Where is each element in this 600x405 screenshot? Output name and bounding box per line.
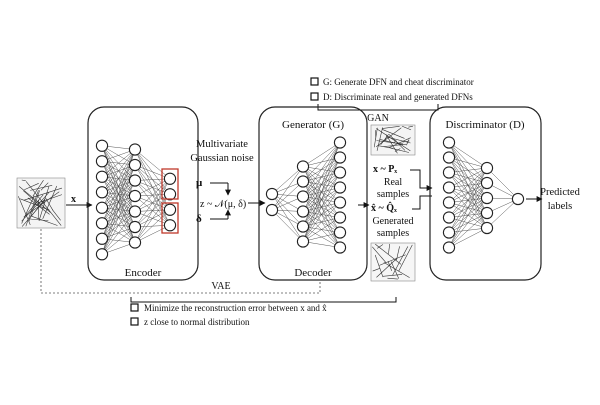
real-sample-label-2: samples: [377, 189, 409, 200]
checkbox-icon: [131, 304, 138, 311]
network-node: [443, 212, 454, 223]
checkbox-icon: [131, 318, 138, 325]
vae-item-reconstruction: Minimize the reconstruction error betwee…: [144, 303, 327, 313]
gan-checklist: G: Generate DFN and cheat discriminator …: [311, 77, 474, 102]
network-node: [443, 137, 454, 148]
network-node: [334, 167, 345, 178]
network-node: [481, 162, 492, 173]
network-node: [96, 187, 107, 198]
network-node: [443, 167, 454, 178]
network-node: [512, 193, 523, 204]
generated-to-discriminator-arrow: [412, 196, 432, 209]
network-node: [334, 242, 345, 253]
network-node: [129, 190, 140, 201]
mu-label: μ: [196, 177, 203, 189]
network-node: [443, 227, 454, 238]
vae-item-normal: z close to normal distribution: [144, 317, 250, 327]
network-edge: [303, 143, 340, 182]
network-edge: [449, 168, 487, 248]
network-node: [164, 189, 175, 200]
gan-label: GAN: [367, 113, 389, 124]
vae-label: VAE: [211, 281, 230, 292]
vae-bracket: [131, 297, 396, 302]
network-node: [443, 197, 454, 208]
generated-sample-label-1: Generated: [372, 216, 413, 227]
z-expression: z ~ 𝒩(μ, δ): [200, 199, 246, 210]
network-node: [129, 206, 140, 217]
network-node: [297, 161, 308, 172]
encoder-network: [96, 140, 178, 260]
output-label-line1: Predicted: [540, 187, 580, 198]
gan-item-generator: G: Generate DFN and cheat discriminator: [323, 77, 474, 87]
generator-title: Generator (G): [282, 119, 344, 131]
network-node: [266, 188, 277, 199]
input-x-label: x: [71, 194, 76, 205]
real-sample-label-1: Real: [384, 177, 403, 188]
network-node: [96, 218, 107, 229]
network-node: [481, 222, 492, 233]
network-node: [334, 227, 345, 238]
network-node: [129, 175, 140, 186]
network-node: [96, 156, 107, 167]
input-dfn-image: [17, 178, 65, 228]
network-node: [334, 152, 345, 163]
network-node: [297, 191, 308, 202]
network-node: [297, 206, 308, 217]
real-sample-expression: x ~ Pₓ: [373, 164, 397, 175]
real-to-discriminator-arrow: [410, 170, 432, 188]
network-node: [96, 171, 107, 182]
network-node: [164, 204, 175, 215]
gan-item-discriminator: D: Discriminate real and generated DFNs: [323, 92, 473, 102]
checkbox-icon: [311, 78, 318, 85]
network-edge: [303, 143, 340, 167]
vae-loop-line: [41, 229, 320, 293]
network-node: [129, 144, 140, 155]
network-node: [297, 221, 308, 232]
encoder-label: Encoder: [125, 267, 162, 279]
checkbox-icon: [311, 93, 318, 100]
generated-sample-label-2: samples: [377, 228, 409, 239]
network-edge: [272, 194, 303, 242]
network-node: [129, 237, 140, 248]
vae-checklist: Minimize the reconstruction error betwee…: [131, 303, 327, 327]
network-node: [297, 176, 308, 187]
decoder-label: Decoder: [294, 267, 332, 279]
noise-label-line1: Multivariate: [196, 139, 248, 150]
network-node: [96, 140, 107, 151]
network-node: [334, 137, 345, 148]
network-node: [96, 233, 107, 244]
network-node: [164, 173, 175, 184]
discriminator-network: [443, 137, 523, 253]
delta-label: δ: [196, 213, 202, 225]
discriminator-title: Discriminator (D): [445, 119, 524, 131]
real-sample-image: [371, 125, 415, 155]
network-node: [481, 207, 492, 218]
network-node: [443, 182, 454, 193]
network-node: [334, 212, 345, 223]
generated-sample-expression: x̂ ~ Q̂ₓ: [371, 201, 397, 214]
network-node: [443, 242, 454, 253]
network-node: [96, 202, 107, 213]
noise-label-line2: Gaussian noise: [190, 153, 254, 164]
network-node: [297, 236, 308, 247]
network-node: [334, 197, 345, 208]
network-node: [443, 152, 454, 163]
network-node: [481, 192, 492, 203]
network-node: [481, 177, 492, 188]
network-node: [96, 249, 107, 260]
generated-sample-image: [371, 243, 415, 281]
network-node: [164, 220, 175, 231]
network-node: [334, 182, 345, 193]
network-node: [129, 159, 140, 170]
network-node: [129, 221, 140, 232]
output-label-line2: labels: [548, 201, 573, 212]
network-node: [266, 204, 277, 215]
generator-network: [266, 137, 345, 253]
